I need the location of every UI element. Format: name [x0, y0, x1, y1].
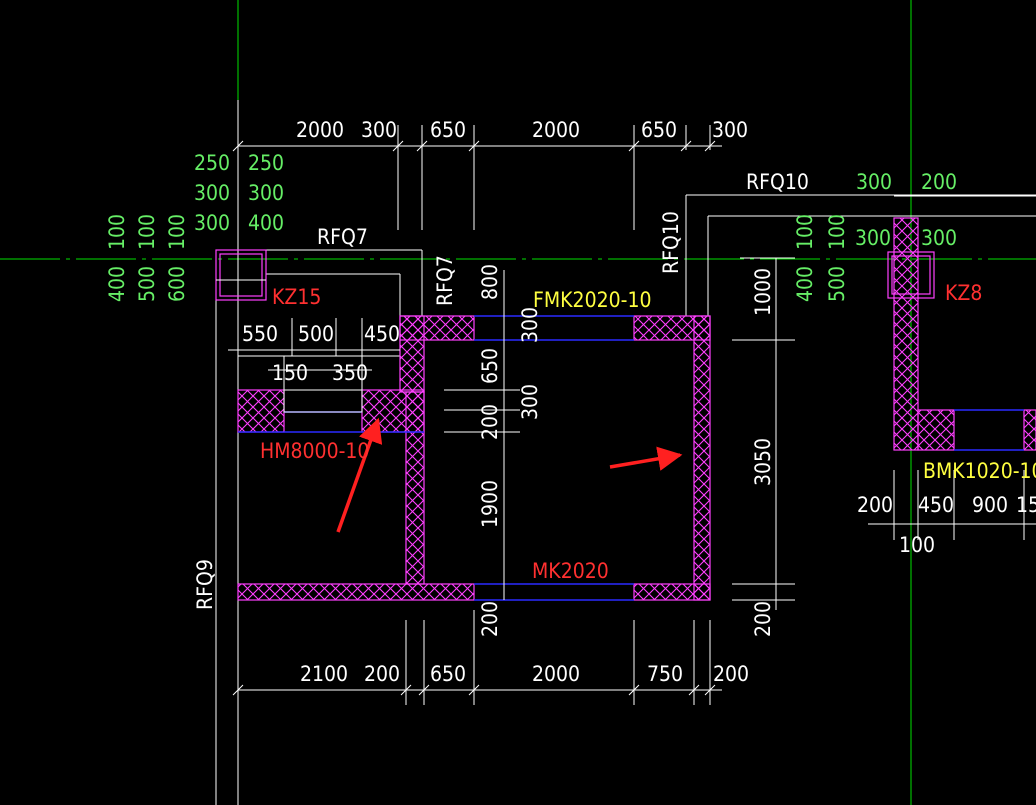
dim-top-6: 300	[712, 118, 748, 142]
dim-top-4: 2000	[532, 118, 580, 142]
dim-inner-800: 800	[478, 264, 502, 300]
dim-right-300-b: 300	[921, 226, 957, 250]
dim-rb-100: 100	[899, 533, 935, 557]
left-elevation-text: 250 300 300 250 300 400 100 400 100 500 …	[105, 151, 284, 302]
openings	[238, 315, 1024, 601]
label-rfq7-v: RFQ7	[433, 255, 457, 306]
dim-rb-15: 15	[1016, 493, 1036, 517]
label-bmk1020: BMK1020-10	[923, 459, 1036, 483]
dim-left-v-a1: 100	[105, 214, 129, 250]
wall-outlines	[215, 100, 1036, 805]
dim-left-v-a2: 400	[105, 266, 129, 302]
label-fmk2020: FMK2020-10	[533, 288, 651, 312]
dim-right-v2: 400	[793, 266, 817, 302]
label-rfq7-h: RFQ7	[317, 225, 368, 249]
dim-right-3050: 3050	[751, 438, 775, 486]
annotation-arrows	[336, 417, 683, 533]
dim-right-v4: 500	[825, 266, 849, 302]
dim-left-b-2: 300	[248, 181, 284, 205]
label-rfq9: RFQ9	[193, 559, 217, 610]
dimension-lines	[228, 125, 1036, 705]
dim-left-v-b2: 500	[135, 266, 159, 302]
dim-right-top-300: 300	[856, 170, 892, 194]
dim-bottom-2: 200	[364, 662, 400, 686]
right-dimension-text: 1000 3050 200 300 200 100 400 100 500 30…	[751, 170, 1036, 637]
dim-bottom-3: 650	[430, 662, 466, 686]
dim-top-3: 650	[430, 118, 466, 142]
dim-right-200: 200	[751, 601, 775, 637]
dim-right-v1: 100	[793, 214, 817, 250]
dim-rb-450: 450	[918, 493, 954, 517]
dim-right-1000: 1000	[751, 268, 775, 316]
bottom-dimension-text: 2100 200 650 2000 750 200	[300, 662, 749, 686]
dim-inner-650: 650	[478, 348, 502, 384]
dim-left-b-3: 400	[248, 211, 284, 235]
dim-left-b-1: 250	[248, 151, 284, 175]
dim-inner-1900: 1900	[478, 480, 502, 528]
dim-left-a-1: 250	[194, 151, 230, 175]
dim-bottom-5: 750	[647, 662, 683, 686]
column-kz15[interactable]	[215, 249, 267, 301]
label-rfq10-h: RFQ10	[746, 170, 809, 194]
dim-inner-450: 450	[364, 322, 400, 346]
label-kz8: KZ8	[945, 281, 982, 305]
dim-inner-350: 350	[332, 361, 368, 385]
dim-left-a-3: 300	[194, 211, 230, 235]
label-rfq10-v: RFQ10	[659, 211, 683, 274]
dim-inner-200: 200	[478, 404, 502, 440]
dim-right-300-a: 300	[855, 226, 891, 250]
inner-dimension-text: 550 500 450 150 350 800 300 650 300 200 …	[242, 264, 542, 637]
dim-inner-150: 150	[272, 361, 308, 385]
dim-inner-200b: 200	[478, 601, 502, 637]
dim-left-v-c1: 100	[165, 214, 189, 250]
dim-left-v-b1: 100	[135, 214, 159, 250]
dim-top-5: 650	[641, 118, 677, 142]
dim-rb-200: 200	[857, 493, 893, 517]
dim-left-v-c2: 600	[165, 266, 189, 302]
dim-bottom-4: 2000	[532, 662, 580, 686]
dim-right-top-200: 200	[921, 170, 957, 194]
top-dimension-text: 2000 300 650 2000 650 300	[296, 118, 748, 142]
label-hm8000: HM8000-10	[260, 439, 369, 463]
dim-top-2: 300	[361, 118, 397, 142]
column-kz8[interactable]	[887, 251, 935, 299]
dim-left-a-2: 300	[194, 181, 230, 205]
dim-inner-500: 500	[298, 322, 334, 346]
label-mk2020: MK2020	[532, 559, 609, 583]
dim-bottom-1: 2100	[300, 662, 348, 686]
dim-inner-300a: 300	[518, 307, 542, 343]
component-labels: RFQ7 RFQ7 RFQ9 RFQ10 RFQ10 KZ15 KZ8 HM80…	[193, 170, 1036, 610]
dim-right-v3: 100	[825, 214, 849, 250]
dim-top-1: 2000	[296, 118, 344, 142]
dim-bottom-6: 200	[713, 662, 749, 686]
dim-rb-900: 900	[972, 493, 1008, 517]
dim-inner-550: 550	[242, 322, 278, 346]
label-kz15: KZ15	[272, 285, 321, 309]
dim-inner-300b: 300	[518, 384, 542, 420]
